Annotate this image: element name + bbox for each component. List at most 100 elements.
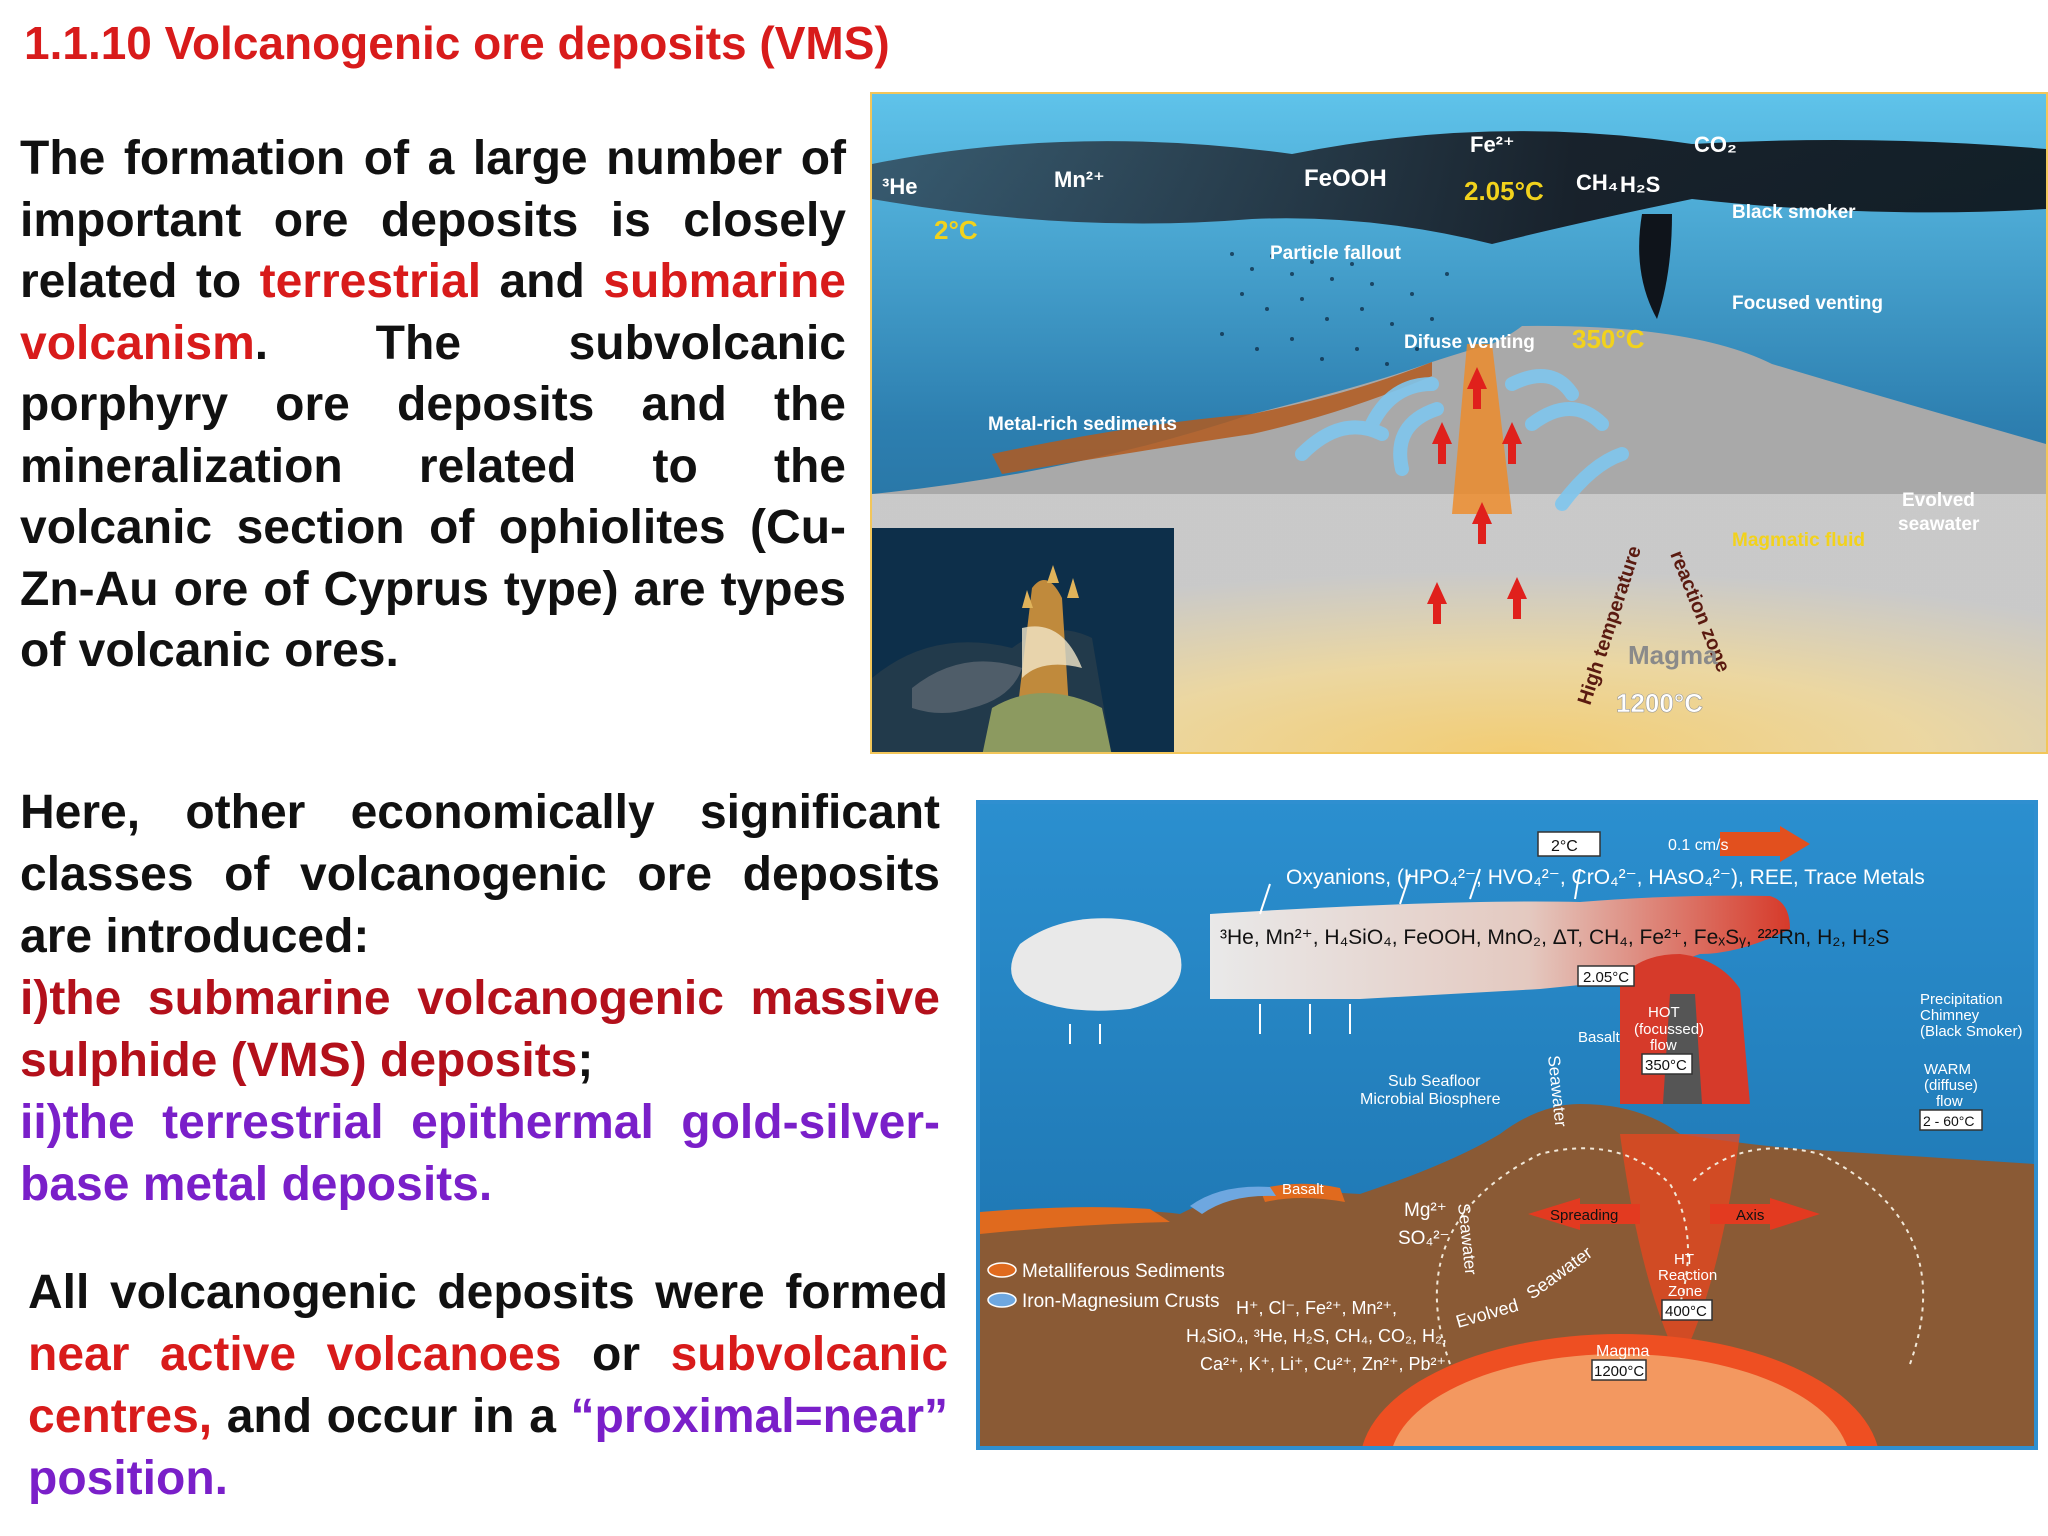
p3-text-b: and occur in a xyxy=(212,1390,571,1443)
particle-fallout-dots xyxy=(1220,252,1449,366)
intro-paragraph: The formation of a large number of impor… xyxy=(20,128,846,682)
label2-basalt-2: Basalt xyxy=(1282,1181,1325,1198)
label-particle-fallout: Particle fallout xyxy=(1270,243,1402,264)
label2-warm-1: WARM xyxy=(1924,1061,1971,1078)
label2-spreading: Spreading xyxy=(1550,1207,1618,1224)
label2-ht-2: Reaction xyxy=(1658,1267,1717,1284)
convection-cells xyxy=(1435,1147,1925,1365)
p3-proximal: “proximal=near” position. xyxy=(28,1390,948,1505)
spreading-arrows xyxy=(1528,1198,1820,1230)
label-diffuse-venting: Difuse venting xyxy=(1404,332,1535,353)
label-evolved-2: seawater xyxy=(1898,514,1980,535)
hydrothermal-flow-arrows xyxy=(1427,367,1527,624)
label2-plume-species: ³He, Mn²⁺, H₄SiO₄, FeOOH, MnO₂, ΔT, CH₄,… xyxy=(1220,926,1889,949)
temp-plume-box xyxy=(1577,965,1635,987)
p3-or: or xyxy=(561,1328,671,1381)
label2-so4: SO₄²⁻ xyxy=(1398,1228,1450,1249)
label2-magma: Magma xyxy=(1596,1343,1649,1360)
black-smoker-chimney xyxy=(1663,994,1702,1104)
label2-ht-3: Zone xyxy=(1668,1283,1702,1300)
p3-near-active: near active volcanoes xyxy=(28,1328,562,1381)
label-he3: ³He xyxy=(882,174,917,199)
label2-temp-400: 400°C xyxy=(1665,1303,1707,1320)
label-temp-1200: 1200°C xyxy=(1616,688,1703,718)
hydrothermal-plume xyxy=(872,131,2046,244)
temp-top-box xyxy=(1537,831,1601,857)
label2-precip-3: (Black Smoker) xyxy=(1920,1023,2023,1040)
label2-warm-3: flow xyxy=(1936,1093,1963,1110)
label2-hot-3: flow xyxy=(1650,1037,1677,1054)
label-focused-venting: Focused venting xyxy=(1732,293,1883,314)
temp-1200-box xyxy=(1591,1359,1647,1381)
label-temp-plume: 2.05°C xyxy=(1464,176,1544,206)
p1-text-a: The formation of a large number of impor… xyxy=(20,132,846,308)
metal-rich-sediment-layer xyxy=(992,362,1432,474)
p1-text-b: . The subvolcanic porphyry ore deposits … xyxy=(20,316,846,678)
label2-mg: Mg²⁺ xyxy=(1404,1200,1447,1221)
volcano-diagram: ³He Mn²⁺ FeOOH Fe²⁺ 2.05°C CH₄ H₂S CO₂ 2… xyxy=(870,92,2048,754)
label2-ht-1: HT xyxy=(1674,1251,1694,1268)
label2-hot-1: HOT xyxy=(1648,1004,1680,1021)
hydrothermal-diagram-svg: 2°C 0.1 cm/s Oxyanions, (HPO₄²⁻, HVO₄²⁻,… xyxy=(980,804,2034,1446)
label2-warm-2: (diffuse) xyxy=(1924,1077,1978,1094)
label2-hot-2: (focussed) xyxy=(1634,1021,1704,1038)
label-mn: Mn²⁺ xyxy=(1054,167,1105,192)
seawater-circulation-arrows xyxy=(1295,369,1629,511)
legend-sediment-swatch xyxy=(987,1262,1017,1278)
label2-fluid-2: H₄SiO₄, ³He, H₂S, CH₄, CO₂, H₂, xyxy=(1186,1326,1447,1346)
p2-item2: ii)the terrestrial epithermal gold-silve… xyxy=(20,1096,940,1211)
label2-precip-1: Precipitation xyxy=(1920,991,2003,1008)
label-temp-350: 350°C xyxy=(1572,324,1645,354)
proximal-paragraph: All volcanogenic deposits were formed ne… xyxy=(28,1262,948,1510)
magmatic-conduit xyxy=(1452,344,1512,514)
label2-temp-350: 350°C xyxy=(1645,1057,1687,1074)
label2-precip-2: Chimney xyxy=(1920,1007,1980,1024)
temp-400-box xyxy=(1661,1299,1713,1321)
p2-item1-end: ; xyxy=(577,1034,594,1087)
temp-warm-box xyxy=(1919,1109,1983,1131)
label2-temp-warm: 2 - 60°C xyxy=(1923,1113,1975,1129)
black-smoker-column xyxy=(1639,214,1672,319)
p1-and: and xyxy=(481,255,604,308)
p2-item1-line: i)the submarine volcanogenic massive sul… xyxy=(20,968,940,1092)
temp-350-box xyxy=(1641,1053,1693,1075)
label2-temp-plume: 2.05°C xyxy=(1583,969,1629,986)
black-smoker-photo xyxy=(872,528,1174,752)
legend-sediments: Metalliferous Sediments xyxy=(1022,1261,1225,1282)
page-title: 1.1.10 Volcanogenic ore deposits (VMS) xyxy=(24,17,890,69)
label2-axis: Axis xyxy=(1736,1207,1764,1224)
iron-magnesium-crust xyxy=(1190,1186,1276,1214)
label-feooh: FeOOH xyxy=(1304,165,1387,192)
label-evolved-1: Evolved xyxy=(1902,490,1975,511)
legend-crusts: Iron-Magnesium Crusts xyxy=(1022,1291,1219,1312)
label-black-smoker: Black smoker xyxy=(1732,202,1856,223)
downflow-arrows xyxy=(1069,868,1581,1044)
label2-speed: 0.1 cm/s xyxy=(1668,837,1728,854)
label2-biosphere-2: Microbial Biosphere xyxy=(1360,1091,1501,1108)
p2-intro: Here, other economically significant cla… xyxy=(20,786,940,963)
detached-plume xyxy=(1011,918,1182,1011)
label2-oxyanions: Oxyanions, (HPO₄²⁻, HVO₄²⁻, CrO₄²⁻, HAsO… xyxy=(1286,866,1925,889)
label-ch4: CH₄ xyxy=(1576,170,1618,195)
upflow-zone xyxy=(1620,1134,1740,1364)
legend-crust-swatch xyxy=(987,1292,1017,1308)
magma-chamber-core xyxy=(1393,1354,1847,1446)
label-co2: CO₂ xyxy=(1694,132,1737,157)
label2-temp-1200: 1200°C xyxy=(1594,1363,1644,1380)
label2-temp-top: 2°C xyxy=(1551,838,1578,855)
label-metal-rich-sediments: Metal-rich sediments xyxy=(988,414,1177,435)
hydrothermal-diagram: 2°C 0.1 cm/s Oxyanions, (HPO₄²⁻, HVO₄²⁻,… xyxy=(976,800,2038,1450)
label2-biosphere-1: Sub Seafloor xyxy=(1388,1073,1481,1090)
label2-fluid-1: H⁺, Cl⁻, Fe²⁺, Mn²⁺, xyxy=(1236,1298,1397,1318)
label-h2s: H₂S xyxy=(1620,172,1660,197)
classes-paragraph: Here, other economically significant cla… xyxy=(20,782,940,1216)
label-magmatic-fluid: Magmatic fluid xyxy=(1732,530,1865,551)
label-magma: Magma xyxy=(1628,640,1718,670)
metalliferous-sediments-mid xyxy=(1260,1183,1345,1202)
p1-submarine-volcanism: submarine volcanism xyxy=(20,255,846,370)
label-fe: Fe²⁺ xyxy=(1470,132,1515,157)
label2-basalt: Basalt xyxy=(1578,1029,1621,1046)
label-temp-2: 2°C xyxy=(934,215,978,245)
speed-arrow xyxy=(1720,832,1780,856)
p3-subvolcanic: subvolcanic centres, xyxy=(28,1328,949,1443)
